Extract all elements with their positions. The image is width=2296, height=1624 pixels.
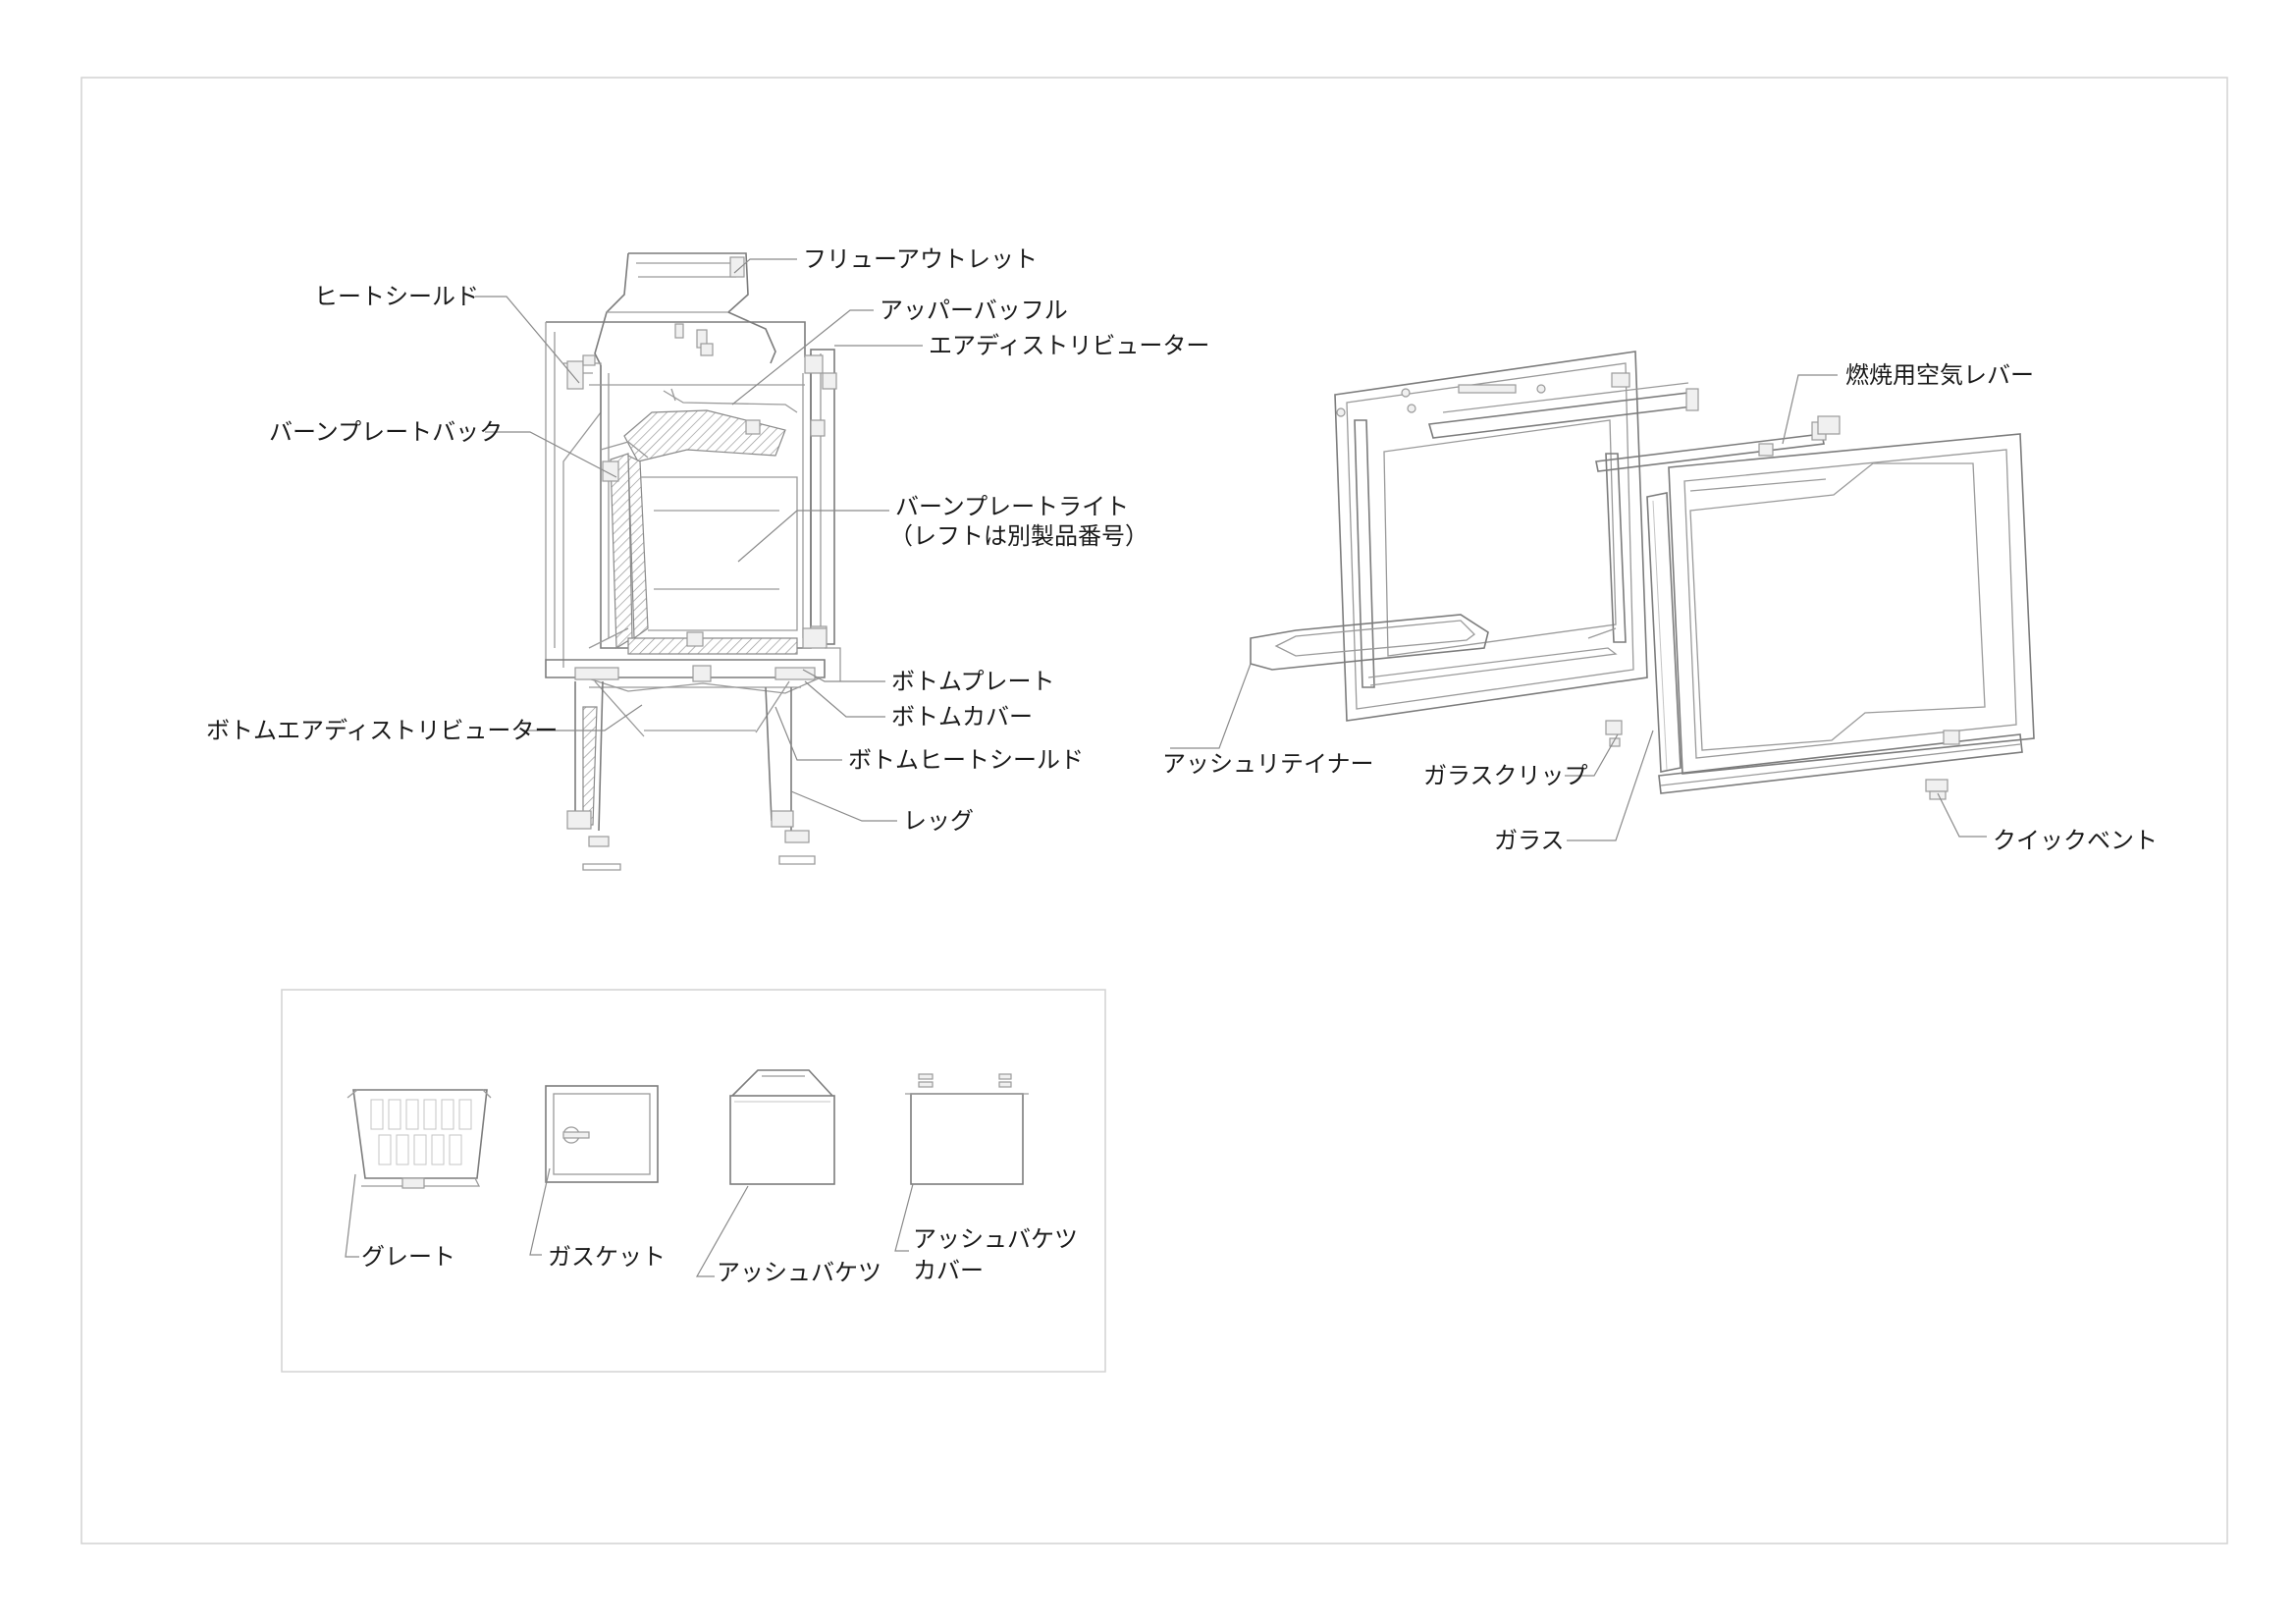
ash-bucket-drawing (729, 1069, 835, 1185)
accessory-box (281, 989, 1106, 1373)
label-bottom-heat-shield: ボトムヒートシールド (848, 746, 1084, 774)
label-flue-outlet: フリューアウトレット (803, 245, 1038, 273)
label-heat-shield: ヒートシールド (314, 283, 479, 310)
grate-drawing (347, 1089, 492, 1189)
stove-cross-section (545, 252, 841, 871)
label-gasket: ガスケット (548, 1243, 666, 1271)
label-ash-bucket-cover-line2: カバー (913, 1257, 984, 1284)
cross-section-leaders (475, 258, 923, 822)
label-bottom-air-distributor: ボトムエアディストリビューター (206, 717, 558, 744)
label-quick-vent: クイックベント (1993, 827, 2158, 854)
label-burn-plate-right-line2: （レフトは別製品番号） (889, 522, 1148, 550)
label-leg: レッグ (903, 807, 974, 835)
label-burn-plate-back: バーンプレートバック (269, 418, 503, 446)
label-ash-retainer: アッシュリテイナー (1162, 750, 1374, 778)
label-ash-bucket-cover-line1: アッシュバケツ (913, 1225, 1078, 1253)
door-exploded-view (1250, 351, 2035, 800)
label-bottom-cover: ボトムカバー (891, 703, 1033, 731)
label-upper-baffle: アッパーバッフル (880, 297, 1068, 324)
label-ash-bucket: アッシュバケツ (717, 1259, 881, 1286)
label-burn-plate-right-line1: バーンプレートライト (895, 493, 1129, 520)
labels: フリューアウトレット ヒートシールド アッパーバッフル エアディストリビューター… (206, 245, 2158, 1286)
label-combustion-air-lever: 燃焼用空気レバー (1845, 361, 2034, 389)
door-view-leaders (1170, 374, 1987, 841)
label-glass-clip: ガラスクリップ (1423, 762, 1588, 789)
label-air-distributor: エアディストリビューター (929, 332, 1209, 359)
label-bottom-plate: ボトムプレート (891, 668, 1055, 695)
gasket-drawing (545, 1085, 659, 1183)
drawing-frame (80, 77, 2228, 1544)
ash-bucket-cover-drawing (905, 1073, 1029, 1185)
label-glass: ガラス (1494, 827, 1565, 854)
label-grate: グレート (361, 1243, 455, 1271)
